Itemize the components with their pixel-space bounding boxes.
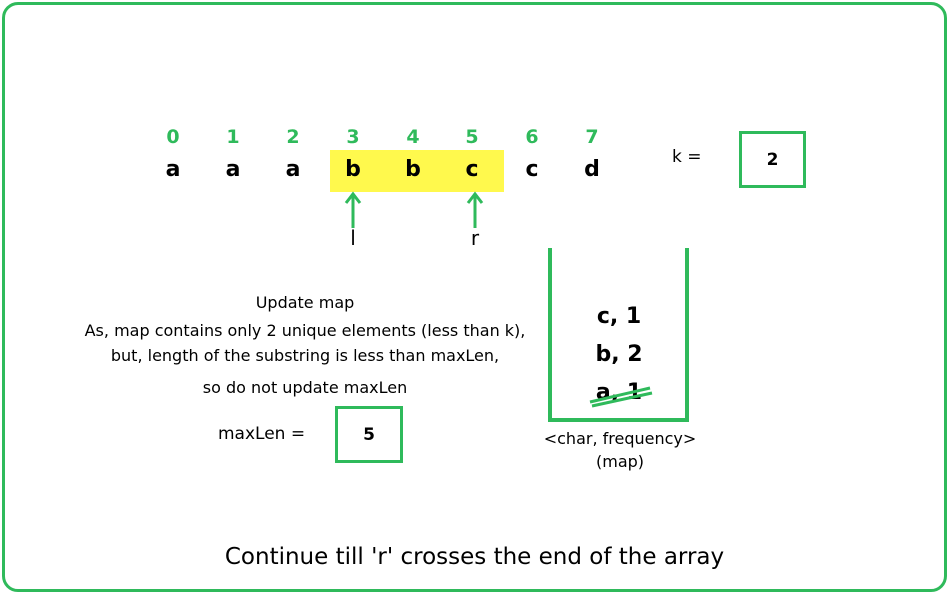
array-char: b (345, 157, 361, 182)
strike-mark (589, 386, 653, 408)
array-index: 3 (346, 126, 360, 148)
k-value: 2 (766, 149, 779, 170)
array-char: a (165, 157, 181, 182)
array-char: d (584, 157, 600, 182)
map-caption-sub: (map) (595, 452, 645, 471)
map-container (548, 248, 689, 422)
array-char: b (405, 157, 421, 182)
map-caption: <char, frequency> (543, 429, 697, 448)
window-highlight (330, 150, 504, 192)
k-value-box: 2 (739, 131, 806, 188)
array-index: 4 (406, 126, 420, 148)
footer-caption: Continue till 'r' crosses the end of the… (224, 544, 725, 570)
map-entry: b, 2 (595, 342, 643, 367)
map-entry: c, 1 (596, 304, 642, 329)
array-char: a (225, 157, 241, 182)
note-line-4: so do not update maxLen (202, 378, 408, 397)
pointer-r-arrow (466, 191, 484, 228)
note-line-3: but, length of the substring is less tha… (110, 346, 500, 365)
maxlen-label: maxLen = (218, 424, 306, 444)
array-index: 0 (166, 126, 180, 148)
array-index: 5 (465, 126, 479, 148)
pointer-l-arrow (344, 191, 362, 228)
pointer-l-label: l (350, 226, 356, 250)
array-index: 7 (585, 126, 599, 148)
k-label: k = (672, 147, 702, 167)
array-char: a (285, 157, 301, 182)
array-char: c (525, 157, 539, 182)
pointer-r-label: r (470, 226, 480, 250)
maxlen-value-box: 5 (335, 406, 403, 463)
note-line-1: Update map (255, 293, 355, 312)
array-index: 6 (525, 126, 539, 148)
array-index: 2 (286, 126, 300, 148)
note-line-2: As, map contains only 2 unique elements … (84, 321, 526, 340)
array-index: 1 (226, 126, 240, 148)
array-char: c (465, 157, 479, 182)
maxlen-value: 5 (363, 424, 375, 445)
